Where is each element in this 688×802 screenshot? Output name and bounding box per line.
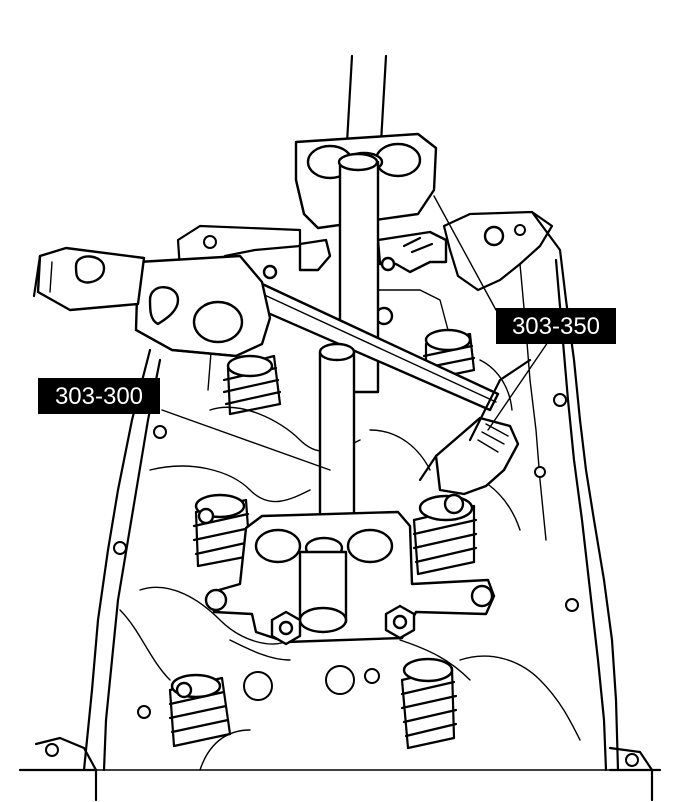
cylinder-head-casting — [18, 210, 662, 802]
valve-springs — [168, 328, 478, 750]
callout-label-tool-b: 303-300 — [55, 383, 143, 410]
lever-handle — [32, 246, 146, 312]
hex-bolt — [384, 604, 416, 640]
bearing-pedestals — [262, 225, 505, 331]
middle-spindle — [318, 342, 356, 522]
callout-label-tool-a: 303-350 — [512, 313, 600, 340]
valve-spring — [192, 493, 252, 568]
hex-bolt — [270, 610, 302, 646]
valve-spring — [168, 673, 232, 748]
valve-spring — [422, 328, 476, 382]
lower-support-plate — [204, 510, 496, 646]
valve-spring — [412, 493, 478, 576]
valve-spring — [400, 657, 458, 750]
callout-tool-b: 303-300 — [38, 378, 160, 414]
leader-lines — [161, 195, 549, 471]
compressor-lever — [134, 254, 500, 412]
valve-spring — [222, 354, 282, 416]
compressor-jaw — [418, 358, 532, 496]
callout-tool-a: 303-350 — [496, 308, 616, 344]
